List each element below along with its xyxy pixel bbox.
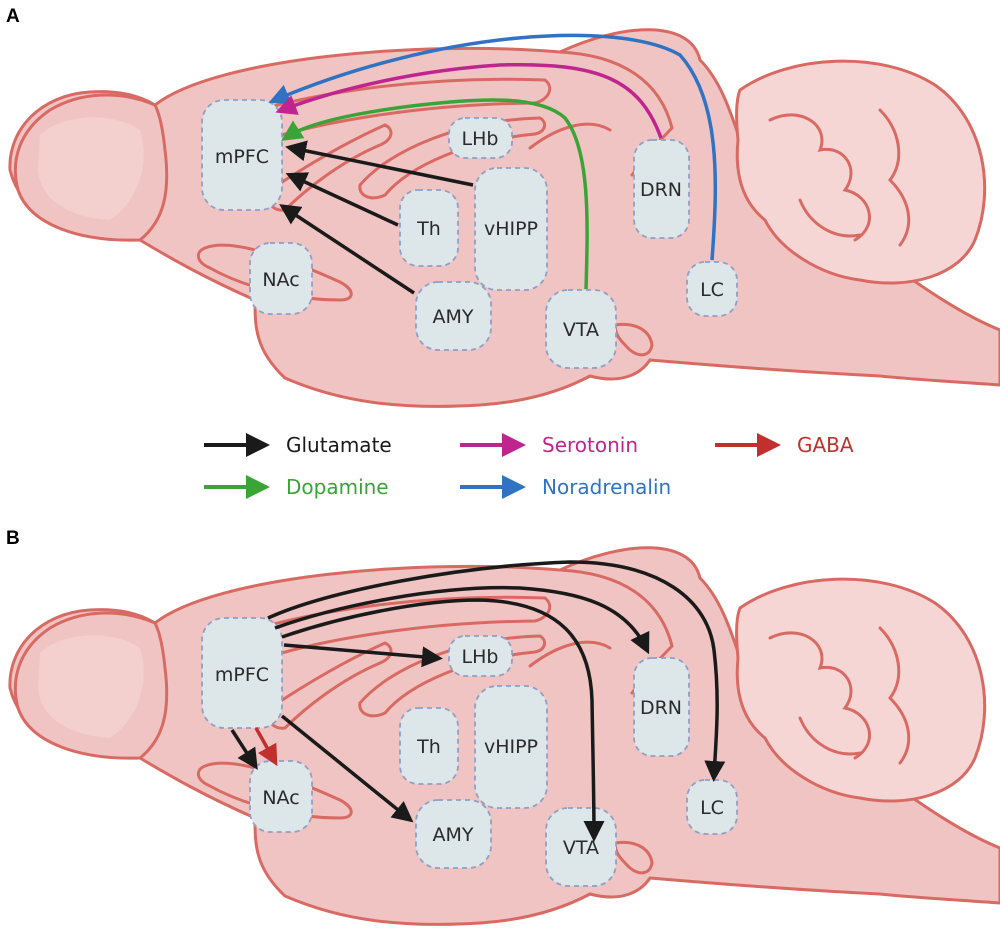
region-lhb-label: LHb bbox=[462, 646, 499, 668]
gaba-arrow-mpfc-nac bbox=[254, 727, 278, 767]
glutamate-arrow-mpfc-amy bbox=[280, 714, 414, 823]
legend-item-noradrenalin: Noradrenalin bbox=[460, 475, 671, 499]
region-vta-label: VTA bbox=[563, 319, 599, 341]
legend-item-gaba: GABA bbox=[715, 433, 854, 457]
region-lc-label: LC bbox=[700, 797, 724, 819]
serotonin-arrow-drn-mpfc bbox=[275, 62, 663, 139]
region-vta-label: VTA bbox=[563, 837, 599, 859]
glutamate-arrow-mpfc-vta bbox=[281, 598, 605, 842]
panel-a: A mPFC LHb Th vHIPP DRN NAc AMY VTA LC bbox=[6, 6, 1000, 408]
legend-noradrenalin-label: Noradrenalin bbox=[542, 475, 671, 499]
glutamate-arrow-mpfc-nac bbox=[230, 729, 258, 770]
region-vhipp-label: vHIPP bbox=[484, 736, 538, 758]
legend: Glutamate Serotonin GABA Dopamine Noradr… bbox=[204, 433, 854, 499]
region-vhipp-label: vHIPP bbox=[484, 218, 538, 240]
region-amy-label: AMY bbox=[433, 306, 474, 328]
glutamate-arrow-amy-mpfc bbox=[279, 204, 415, 295]
legend-item-serotonin: Serotonin bbox=[460, 433, 638, 457]
legend-dopamine-label: Dopamine bbox=[286, 475, 389, 499]
region-drn-label: DRN bbox=[640, 697, 682, 719]
glutamate-arrow-mpfc-lc bbox=[267, 560, 726, 782]
legend-glutamate-label: Glutamate bbox=[286, 433, 392, 457]
noradrenalin-arrow-lc-mpfc bbox=[268, 33, 718, 261]
region-lhb-label: LHb bbox=[462, 128, 499, 150]
glutamate-arrow-vhipp-mpfc bbox=[285, 140, 474, 187]
glutamate-arrow-mpfc-lhb bbox=[283, 643, 443, 668]
region-nac-label: NAc bbox=[262, 269, 299, 291]
region-lc-label: LC bbox=[700, 279, 724, 301]
region-th-label: Th bbox=[416, 218, 441, 240]
panel-b: B mPFC LHb Th vHIPP DRN NAc AMY VTA LC bbox=[6, 528, 1000, 926]
legend-item-glutamate: Glutamate bbox=[204, 433, 392, 457]
region-amy-label: AMY bbox=[433, 824, 474, 846]
region-th-label: Th bbox=[416, 736, 441, 758]
region-nac-label: NAc bbox=[262, 787, 299, 809]
region-mpfc-label: mPFC bbox=[215, 146, 269, 168]
legend-gaba-label: GABA bbox=[797, 433, 854, 457]
legend-serotonin-label: Serotonin bbox=[542, 433, 638, 457]
region-mpfc-label: mPFC bbox=[215, 664, 269, 686]
dopamine-arrow-vta-mpfc bbox=[281, 98, 589, 290]
legend-item-dopamine: Dopamine bbox=[204, 475, 389, 499]
panel-a-label: A bbox=[6, 6, 20, 27]
panel-b-label: B bbox=[6, 528, 20, 549]
region-drn-label: DRN bbox=[640, 179, 682, 201]
glutamate-arrow-th-mpfc bbox=[285, 172, 399, 227]
glutamate-arrow-mpfc-drn bbox=[274, 585, 650, 655]
